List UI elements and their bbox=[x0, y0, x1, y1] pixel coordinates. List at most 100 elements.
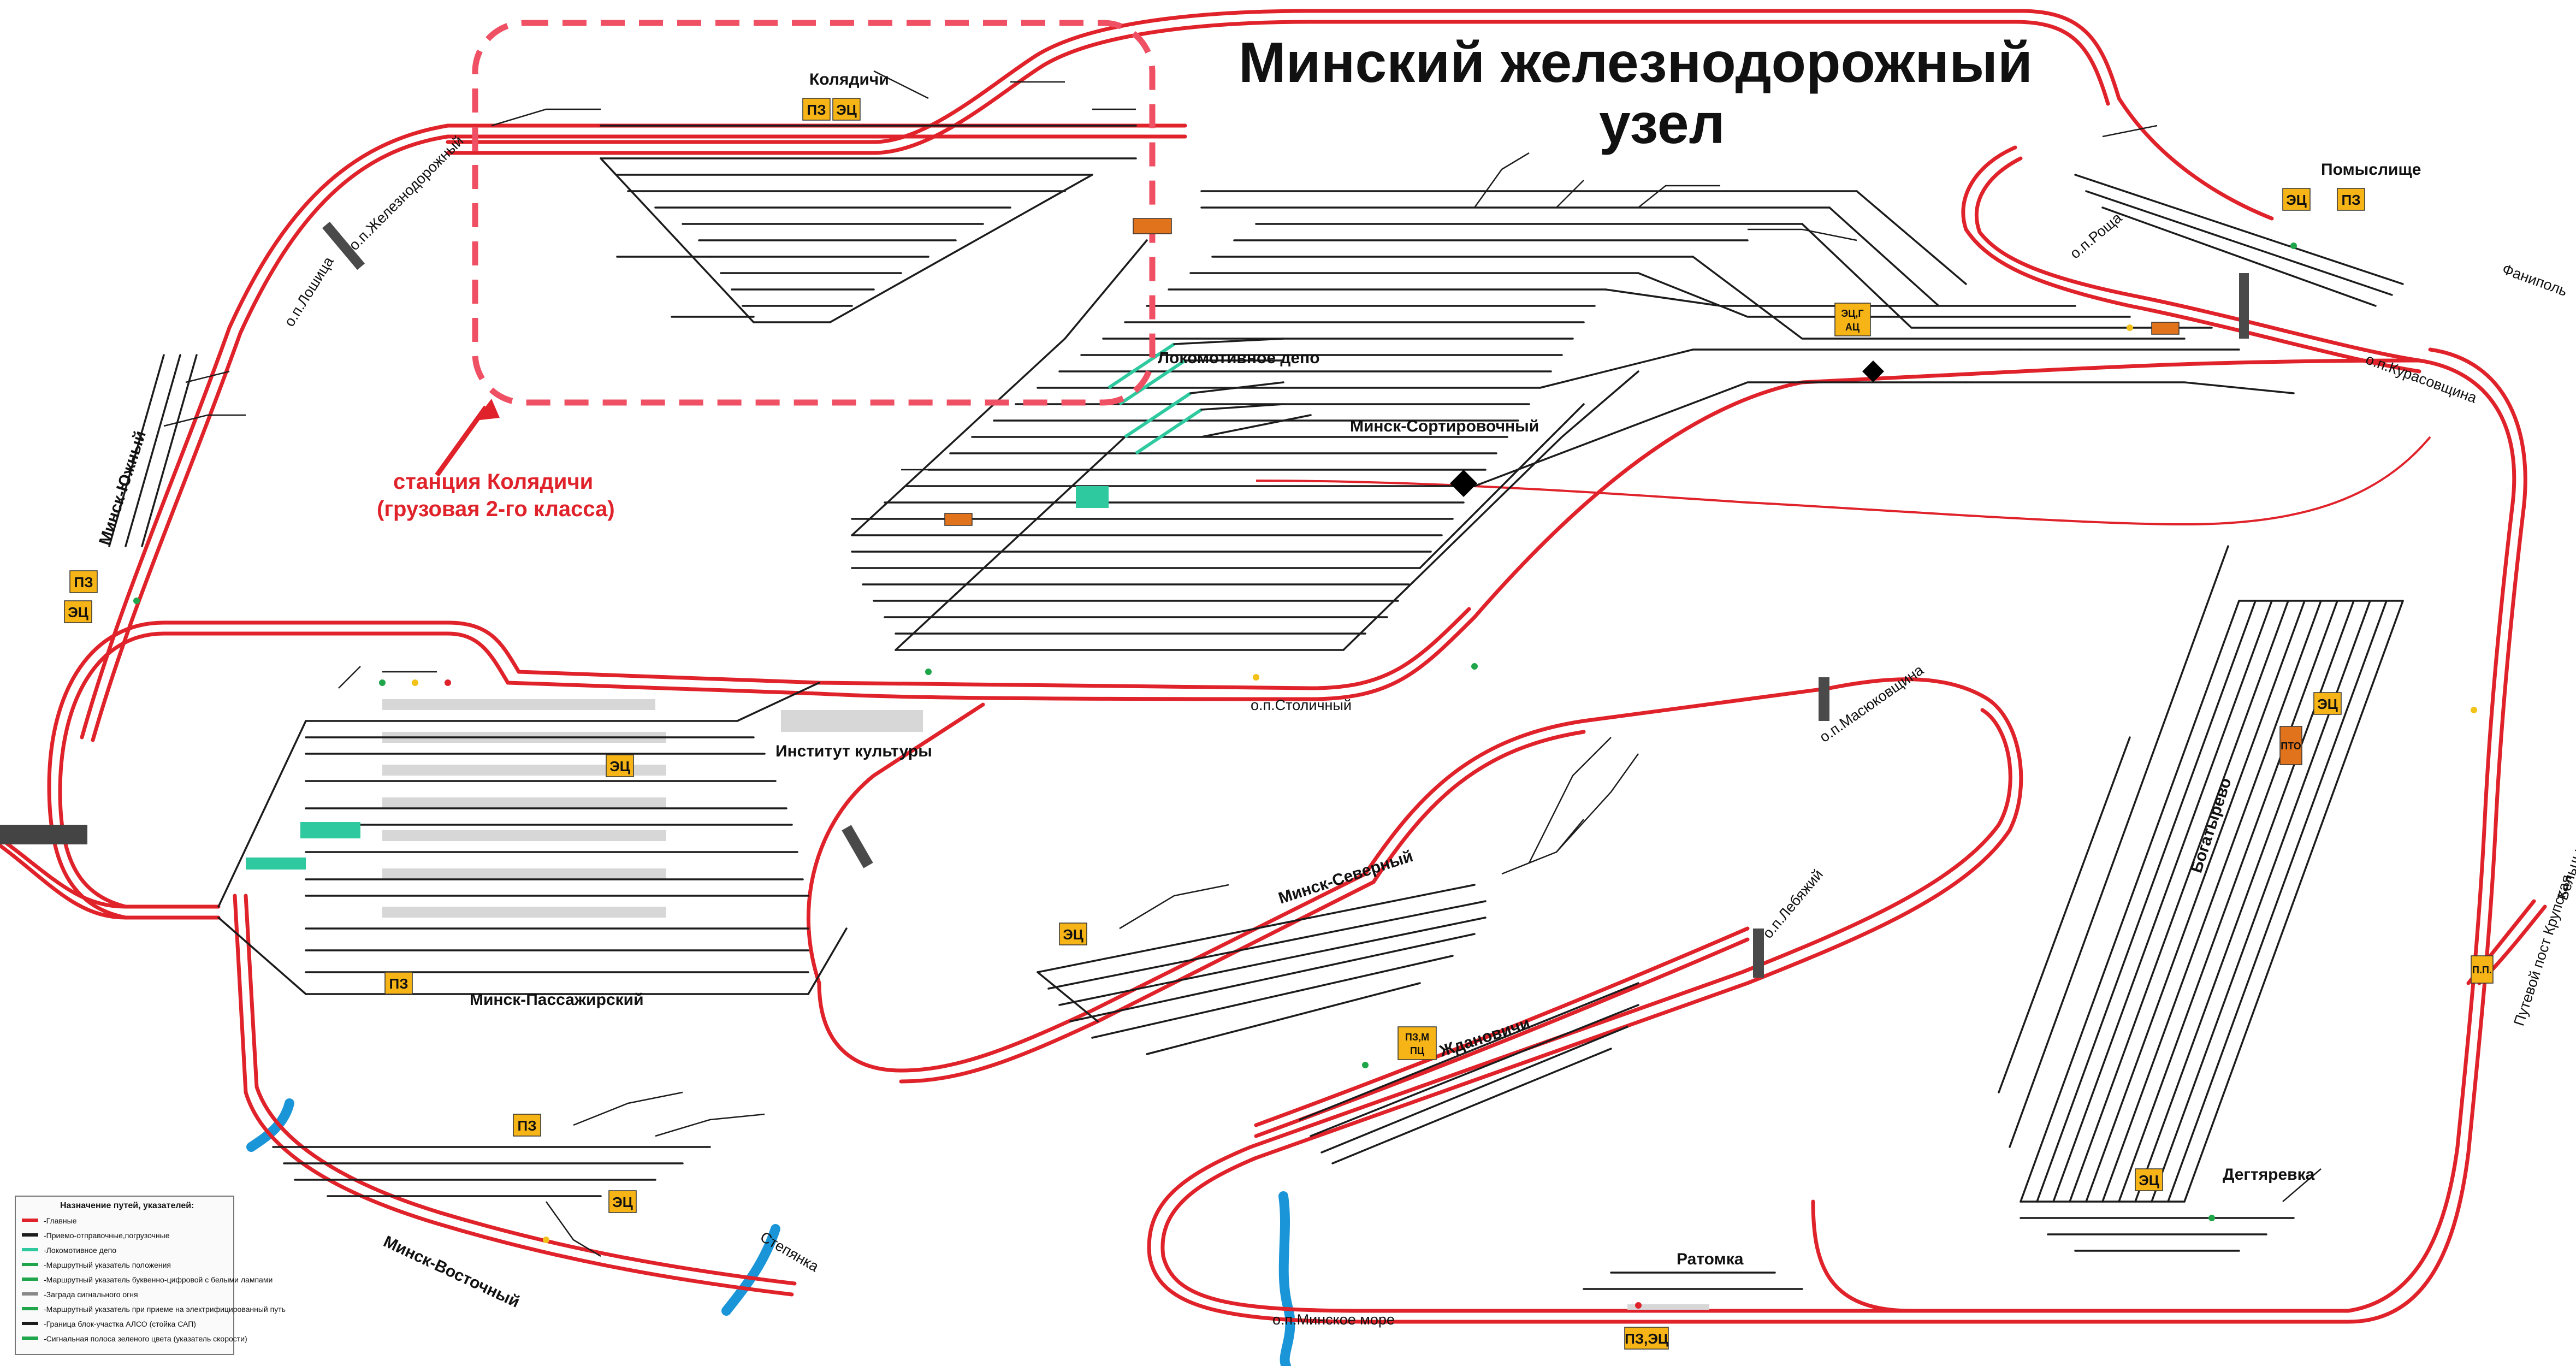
legend-swatch bbox=[22, 1322, 38, 1325]
badge-ets-g-ats: ЭЦ,Г АЦ bbox=[1834, 303, 1871, 336]
badge-pz-pom: ПЗ bbox=[2337, 188, 2365, 211]
bridge-icon bbox=[1819, 677, 1829, 721]
svg-text:ПЦ: ПЦ bbox=[1410, 1045, 1425, 1056]
svg-text:ЭЦ: ЭЦ bbox=[2317, 696, 2338, 712]
signal-icon bbox=[1635, 1302, 1642, 1309]
legend-swatch bbox=[22, 1219, 38, 1222]
svg-text:ЭЦ: ЭЦ bbox=[609, 758, 630, 774]
svg-text:ПЗ: ПЗ bbox=[2342, 192, 2361, 208]
svg-text:ПЗ: ПЗ bbox=[389, 975, 408, 992]
svg-text:ПЗ,М: ПЗ,М bbox=[1405, 1032, 1429, 1043]
yard-minsk-yuzh bbox=[108, 354, 246, 547]
signal-icon bbox=[2127, 324, 2133, 331]
title-line1: Минский железнодорожный bbox=[1239, 31, 2033, 94]
legend-swatch bbox=[22, 1278, 38, 1281]
svg-text:ЭЦ: ЭЦ bbox=[2139, 1172, 2159, 1188]
legend-item: -Маршрутный указатель при приеме на элек… bbox=[44, 1305, 286, 1314]
yard-minsk-pass bbox=[217, 666, 923, 995]
title-line2: узел bbox=[1599, 92, 1725, 156]
signal-icon bbox=[2290, 243, 2297, 249]
svg-text:ПЗ: ПЗ bbox=[74, 574, 93, 590]
signal-icon bbox=[925, 669, 932, 675]
badge-pz-ets-ratomka: ПЗ,ЭЦ bbox=[1624, 1327, 1669, 1350]
badge-ets-vost: ЭЦ bbox=[608, 1190, 637, 1213]
station-koliadichi: Колядичи bbox=[809, 70, 889, 88]
svg-text:АЦ: АЦ bbox=[1845, 322, 1860, 333]
stop-lebyazhy: о.п.Лебяжий bbox=[1760, 866, 1826, 942]
signal-icon bbox=[543, 1237, 549, 1243]
signal-icon bbox=[412, 679, 418, 686]
legend-item: -Приемо-отправочные,погрузочные bbox=[44, 1231, 170, 1240]
stop-krupskaya: Путевой пост Крупская bbox=[2510, 873, 2575, 1028]
svg-text:ПЗ,ЭЦ: ПЗ,ЭЦ bbox=[1625, 1330, 1668, 1347]
station-depot: Локомотивное депо bbox=[1158, 349, 1320, 367]
legend-swatch bbox=[22, 1337, 38, 1340]
badge-pto-orange-2 bbox=[944, 513, 973, 526]
signal-icon bbox=[379, 679, 386, 686]
badge-ets-sev: ЭЦ bbox=[1059, 923, 1087, 945]
signal-icon bbox=[1253, 674, 1259, 681]
badge-pto-orange-3 bbox=[2151, 322, 2180, 335]
badge-ets-koliadichi: ЭЦ bbox=[832, 98, 861, 121]
svg-text:ЭЦ: ЭЦ bbox=[1063, 926, 1083, 943]
yard-pomyslishche bbox=[2074, 125, 2404, 307]
svg-text:ПТО: ПТО bbox=[2281, 741, 2301, 752]
bridge-icon bbox=[2239, 273, 2249, 339]
station-minsk-vost: Минск-Восточный bbox=[381, 1232, 523, 1311]
svg-text:ЭЦ: ЭЦ bbox=[2286, 192, 2307, 208]
stop-roshcha: о.п.Роща bbox=[2067, 209, 2125, 262]
switch-icon bbox=[1450, 470, 1477, 497]
river-icon bbox=[246, 1098, 294, 1152]
rivers bbox=[246, 1098, 1295, 1366]
station-ratomka: Ратомка bbox=[1677, 1250, 1744, 1268]
legend-swatch bbox=[22, 1233, 38, 1237]
yard-degtyarevka bbox=[2020, 1168, 2322, 1252]
yard-minsk-sort bbox=[851, 152, 2295, 651]
station-minsk-pass: Минск-Пассажирский bbox=[470, 991, 644, 1009]
badge-pp: П.П. bbox=[2471, 955, 2494, 984]
callout-title: станция Колядичи bbox=[393, 470, 593, 494]
badge-ets-yuzh: ЭЦ bbox=[64, 600, 92, 623]
svg-text:ЭЦ: ЭЦ bbox=[612, 1194, 633, 1210]
svg-text:ЭЦ: ЭЦ bbox=[68, 604, 88, 620]
legend: Назначение путей, указателей: -Главные-П… bbox=[15, 1196, 286, 1355]
station-minsk-sort: Минск-Сортировочный bbox=[1350, 417, 1539, 435]
stop-loshitsa: о.п.Лошица bbox=[281, 253, 337, 329]
badge-pz-m-pts: ПЗ,М ПЦ bbox=[1397, 1026, 1437, 1060]
callout-subtitle: (грузовая 2-го класса) bbox=[377, 497, 615, 521]
svg-text:ЭЦ: ЭЦ bbox=[836, 102, 857, 118]
svg-text:П.П.: П.П. bbox=[2472, 965, 2492, 975]
signal-icon bbox=[1362, 1062, 1369, 1068]
legend-swatch bbox=[22, 1263, 38, 1266]
bridge-icon bbox=[322, 221, 365, 270]
station-minsk-sev: Минск-Северный bbox=[1276, 847, 1415, 908]
koliadichi-callout-frame bbox=[472, 20, 1156, 406]
svg-text:ПЗ: ПЗ bbox=[807, 102, 826, 118]
yard-ratomka bbox=[1583, 1272, 1803, 1310]
legend-item: -Главные bbox=[44, 1216, 77, 1225]
stop-stolichny: о.п.Столичный bbox=[1251, 697, 1352, 713]
legend-item: -Локомотивное депо bbox=[44, 1246, 116, 1255]
signals bbox=[133, 243, 2477, 1309]
badge-pz-vost: ПЗ bbox=[513, 1114, 541, 1137]
callout-arrowhead bbox=[475, 399, 500, 421]
yard-koliadichi bbox=[491, 70, 1137, 323]
river-icon bbox=[721, 1224, 780, 1316]
switch-icon bbox=[1862, 360, 1884, 382]
signal-icon bbox=[2471, 707, 2477, 713]
badge-pz-yuzh: ПЗ bbox=[69, 570, 98, 593]
signal-icon bbox=[133, 598, 140, 604]
legend-item: -Граница блок-участка АЛСО (стойка САП) bbox=[44, 1320, 196, 1328]
badge-pz-koliadichi: ПЗ bbox=[802, 98, 831, 121]
legend-item: -Маршрутный указатель положения bbox=[44, 1261, 171, 1269]
legend-item: -Маршрутный указатель буквенно-цифровой … bbox=[44, 1275, 273, 1284]
bridge-icon bbox=[842, 825, 873, 868]
river-icon bbox=[1278, 1191, 1295, 1366]
stop-masyukovshchina: о.п.Масюковщина bbox=[1816, 661, 1927, 746]
legend-item: -Сигнальная полоса зеленого цвета (указа… bbox=[44, 1334, 247, 1343]
badge-pz-pass: ПЗ bbox=[384, 972, 413, 995]
signal-icon bbox=[2208, 1215, 2215, 1221]
stop-minskoe-more: о.п.Минское море bbox=[1272, 1311, 1395, 1328]
badge-ets-bog: ЭЦ bbox=[2313, 692, 2342, 715]
